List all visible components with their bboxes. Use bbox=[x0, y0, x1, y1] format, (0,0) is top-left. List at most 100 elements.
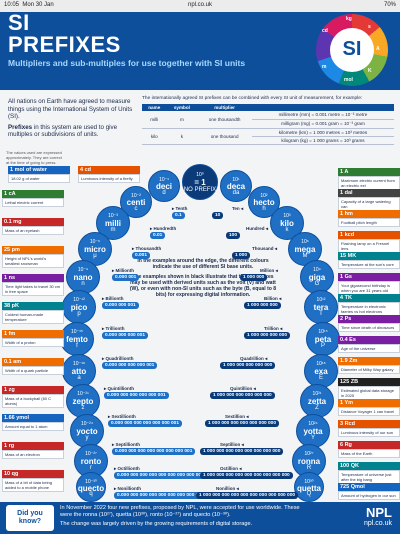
prefix-nm: quecto bbox=[77, 483, 105, 493]
prefix-nm: ronna bbox=[297, 457, 321, 467]
prefix-pw: 10⁻²⁴ bbox=[80, 421, 93, 428]
example-desc: Diameter of Milky Way galaxy bbox=[338, 365, 400, 374]
example-value: 4 TK bbox=[338, 294, 400, 302]
prefix-pw: 10²¹ bbox=[312, 391, 322, 398]
example-desc: Coldest human-made temperature bbox=[2, 310, 64, 324]
prefix-sy: r bbox=[90, 465, 92, 472]
prefix-sy: M bbox=[302, 253, 308, 260]
example-value: 15 MK bbox=[338, 252, 400, 260]
multiplier-label: Septillion ◂ bbox=[220, 442, 244, 447]
prefix-nm: mega bbox=[294, 245, 316, 255]
example-value: 0.1 am bbox=[2, 358, 64, 366]
multiplier-label: ▸ Tenth bbox=[172, 206, 188, 211]
example-value: 1 dal bbox=[338, 189, 400, 197]
multiplier-pill: 1 000 000 000 000 000 000 bbox=[210, 392, 275, 399]
footer: Did you know? In November 2022 four new … bbox=[0, 502, 400, 534]
example-value: 125 ZB bbox=[338, 378, 400, 386]
example-value: 1 Ym bbox=[338, 399, 400, 407]
prefix-pw: 10⁻² bbox=[131, 193, 141, 199]
prefix-pw: 10²⁴ bbox=[308, 421, 318, 428]
table-header: symbol bbox=[166, 104, 198, 111]
prefix-nm: = 1 bbox=[194, 177, 206, 187]
example-value: 1 rg bbox=[2, 442, 64, 450]
example-desc: Time since death of dinosaurs bbox=[338, 323, 400, 332]
example-value: 25 pm bbox=[2, 246, 64, 254]
prefix-sy: f bbox=[76, 343, 78, 350]
status-url[interactable]: npl.co.uk bbox=[187, 2, 212, 8]
table-row: milligram (mg) = 0.001 gram = 10⁻³ gram bbox=[142, 119, 394, 129]
prefix-sy: G bbox=[314, 281, 320, 288]
prefix-nm: nano bbox=[73, 273, 93, 283]
prefix-sy: n bbox=[81, 281, 85, 288]
example-value: 10 qg bbox=[2, 470, 64, 478]
logo-letter: s bbox=[368, 24, 371, 30]
prefix-nm: zetta bbox=[307, 397, 327, 407]
prefix-nm: peta bbox=[314, 335, 332, 345]
accuracy-note: The values used are expressed approximat… bbox=[6, 150, 62, 165]
example-desc: Temperature in electronic faeries vs hot… bbox=[338, 302, 400, 316]
example-value: 6 Rg bbox=[338, 441, 400, 449]
multiplier-label: ▸ Octillionth bbox=[114, 466, 140, 471]
example-desc: Lethal electric current bbox=[2, 198, 64, 207]
multiplier-pill: 0.000 000 000 000 000 000 000 000 000 00… bbox=[114, 492, 217, 499]
multiplier-pill: 1 000 000 000 bbox=[244, 302, 281, 309]
prefix-pw: 10²⁷ bbox=[304, 451, 314, 458]
npl-url[interactable]: npl.co.uk bbox=[363, 520, 392, 527]
multiplier-pill: 1 000 000 000 000 000 000 000 000 000 bbox=[200, 472, 293, 479]
prefix-nm: giga bbox=[308, 273, 326, 283]
prefix-pw: 10⁻¹⁸ bbox=[73, 361, 85, 368]
logo-letter: mol bbox=[344, 77, 353, 83]
multiplier-label: Thousand ◂ bbox=[252, 246, 278, 251]
multiplier-label: Trillion ◂ bbox=[264, 326, 283, 331]
status-time: 10:05 Mon 30 Jan bbox=[4, 2, 54, 8]
prefix-pw: 10⁻⁹ bbox=[77, 267, 89, 274]
example-desc: Luminous intensity of our sun bbox=[338, 428, 400, 437]
prefix-sy: T bbox=[319, 311, 323, 318]
prefix-nm: micro bbox=[84, 245, 106, 255]
example-value: 2 Ps bbox=[338, 315, 400, 323]
example-value: 725 Qmol bbox=[338, 483, 400, 491]
prefix-sy: Z bbox=[315, 405, 319, 412]
multiplier-pill: 1 000 000 bbox=[240, 274, 268, 281]
multiplier-label: ▸ Hundredth bbox=[150, 226, 177, 231]
prefix-nm: exa bbox=[314, 367, 328, 377]
prefix-sy: q bbox=[89, 490, 93, 497]
prefix-pw: 10¹⁸ bbox=[316, 361, 326, 368]
prefix-sy: y bbox=[85, 435, 89, 442]
si-logo-icon: kg s A K mol m cd SI bbox=[316, 14, 388, 86]
multiplier-label: Hundred ◂ bbox=[246, 226, 269, 231]
multiplier-label: ▸ Trillionth bbox=[102, 326, 125, 331]
prefix-nm: deci bbox=[155, 182, 172, 192]
example-value: 1 kcd bbox=[338, 231, 400, 239]
prefix-pw: 10⁻³⁰ bbox=[85, 478, 97, 485]
example-value: 1.66 ymol bbox=[2, 414, 64, 422]
prefix-pw: 10⁻¹² bbox=[73, 297, 85, 304]
intro-text: All nations on Earth have agreed to meas… bbox=[8, 98, 133, 139]
prefix-nm: yotta bbox=[303, 427, 323, 437]
table-header bbox=[251, 104, 394, 111]
prefix-sy: R bbox=[306, 465, 312, 472]
center-explanation: In the examples around the edge, the dif… bbox=[129, 258, 277, 299]
multiplier-label: ▸ Thousandth bbox=[132, 246, 162, 251]
prefix-nm: deca bbox=[226, 182, 246, 192]
example-desc: Distance Voyager 1 can travel bbox=[338, 407, 400, 416]
